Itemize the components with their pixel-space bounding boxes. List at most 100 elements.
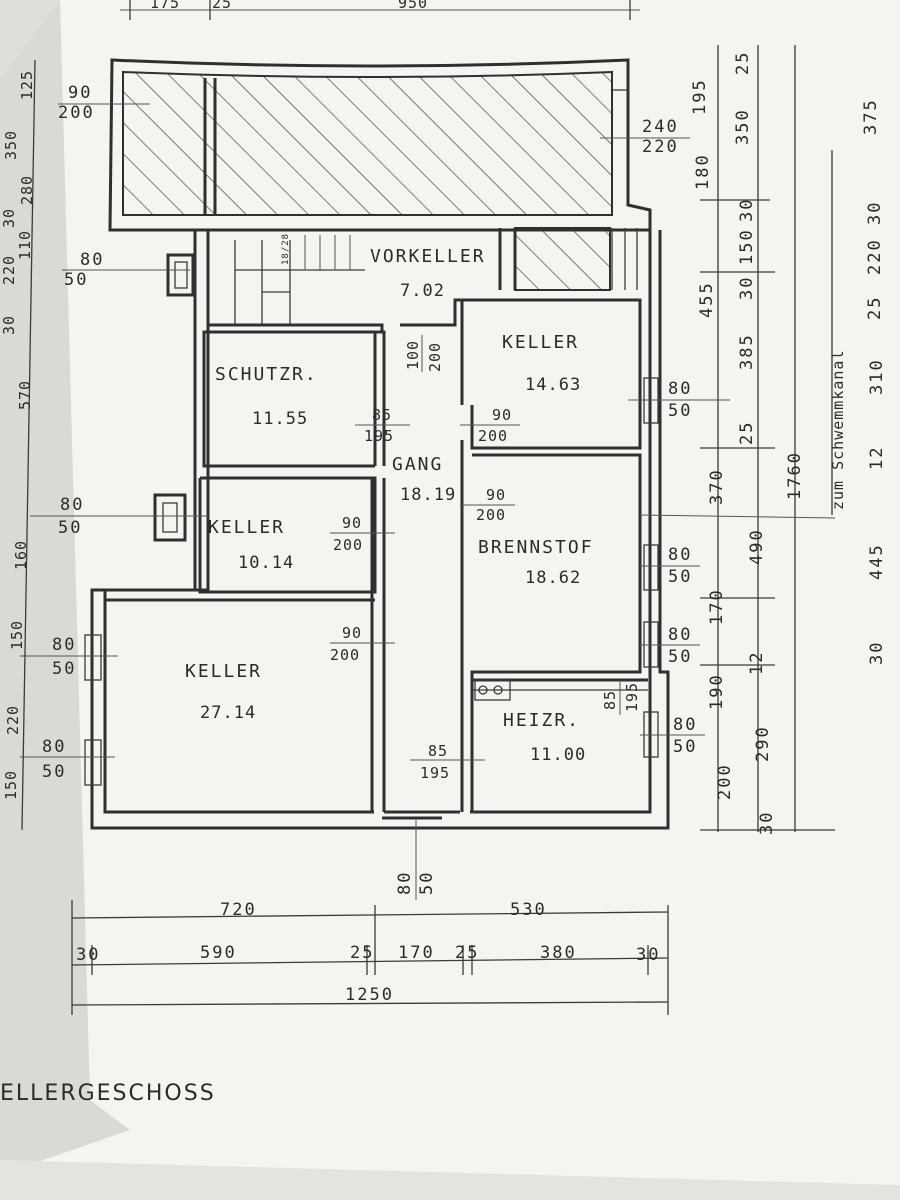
win-keller-w-height: 50: [58, 518, 82, 538]
terrace-left-width: 90: [68, 83, 92, 103]
win-sw2-height: 50: [42, 762, 66, 782]
right-dim-c4-6: 12: [867, 446, 887, 470]
ne-hatched-stair: [498, 227, 638, 291]
door-schutz-width: 85: [372, 406, 392, 424]
left-dim-3: 280: [18, 175, 36, 205]
room-heizraum-name: HEIZR.: [503, 710, 580, 731]
door-keller-sw-height: 200: [330, 646, 360, 664]
room-brennstoff-name: BRENNSTOF: [478, 537, 594, 558]
terrace-right-width: 240: [642, 117, 679, 137]
top-dim-1: 175: [150, 0, 180, 12]
top-dim-2: 25: [212, 0, 232, 12]
right-dim-c2-6: 385: [737, 333, 757, 370]
room-vorkeller-name: VORKELLER: [370, 246, 486, 267]
win-sw1-width: 80: [52, 635, 76, 655]
win-gang-bottom-width: 80: [395, 871, 415, 895]
bottom-dim-row2-c: 25: [350, 943, 374, 963]
win-brenn1-height: 50: [668, 567, 692, 587]
outer-walls: [90, 230, 670, 830]
right-dim-c1-5: 170: [707, 588, 727, 625]
right-dim-c1-4: 370: [707, 468, 727, 505]
right-dim-c4-8: 30: [867, 641, 887, 665]
right-dim-c1-7: 200: [715, 763, 735, 800]
right-dimension-chains: 195 180 455 370 170 190 200 30 25 350 30…: [639, 45, 887, 835]
terrace-band: [108, 58, 652, 232]
room-vorkeller-area: 7.02: [400, 281, 445, 301]
left-dim-2: 350: [2, 130, 20, 160]
bottom-dim-row2-b: 590: [200, 943, 237, 963]
door-heiz2-height: 195: [420, 764, 450, 782]
win-vorkeller-height: 50: [64, 270, 88, 290]
win-sw2-width: 80: [42, 737, 66, 757]
right-dim-c1-3: 455: [697, 281, 717, 318]
room-keller-w-name: KELLER: [208, 517, 285, 538]
room-labels: VORKELLER 7.02 KELLER 14.63 SCHUTZR. 11.…: [185, 246, 594, 765]
room-keller-sw-name: KELLER: [185, 661, 262, 682]
right-dim-c4-3: 220: [865, 238, 885, 275]
door-heiz2-width: 85: [428, 742, 448, 760]
right-dim-c2-8: 490: [747, 528, 767, 565]
right-dim-c3-1: 1760: [785, 451, 805, 500]
right-dim-c1-1: 195: [690, 78, 710, 115]
bottom-dim-total: 1250: [345, 985, 394, 1005]
bottom-dim-row1-a: 720: [220, 900, 257, 920]
win-brenn1-width: 80: [668, 545, 692, 565]
win-brenn2-width: 80: [668, 625, 692, 645]
door-keller-sw-width: 90: [342, 624, 362, 642]
right-dim-c4-7: 445: [867, 543, 887, 580]
left-dim-11: 220: [4, 705, 22, 735]
right-dim-c1-6: 190: [707, 673, 727, 710]
room-schutzraum-name: SCHUTZR.: [215, 364, 318, 385]
left-dim-5: 110: [16, 230, 34, 260]
paper-left-edge: [0, 0, 60, 80]
win-gang-bottom-height: 50: [417, 871, 437, 895]
right-dim-c1-8: 30: [757, 811, 777, 835]
top-dim-3: 950: [398, 0, 428, 12]
door-heiz-height: 195: [623, 682, 641, 712]
door-schutz-height: 195: [364, 427, 394, 445]
door-gang-top-width: 100: [404, 340, 422, 370]
door-gang-top-height: 200: [426, 342, 444, 372]
left-dim-1: 125: [18, 70, 36, 100]
room-heizraum-area: 11.00: [530, 745, 586, 765]
right-dim-c2-5: 30: [737, 276, 757, 300]
right-dim-c2-7: 25: [737, 421, 757, 445]
bottom-dim-row1-b: 530: [510, 900, 547, 920]
right-dim-c2-2: 350: [733, 108, 753, 145]
left-dim-7: 30: [0, 315, 18, 335]
left-dim-10: 150: [8, 620, 26, 650]
right-note-schwemmkanal: zum Schwemmkanal: [829, 350, 847, 511]
bottom-dim-row2-f: 380: [540, 943, 577, 963]
room-schutzraum-area: 11.55: [252, 409, 308, 429]
right-dim-c2-10: 290: [753, 725, 773, 762]
door-keller-w-height: 200: [333, 536, 363, 554]
right-dim-c2-3: 30: [737, 198, 757, 222]
bottom-dim-row2-a: 30: [76, 945, 100, 965]
win-keller-w-width: 80: [60, 495, 84, 515]
door-heiz-width: 85: [601, 690, 619, 710]
stair: 18/28: [234, 233, 365, 325]
win-heiz-height: 50: [673, 737, 697, 757]
win-keller-ne-height: 50: [668, 401, 692, 421]
left-dim-4: 30: [0, 208, 18, 228]
bottom-dim-row2-d: 170: [398, 943, 435, 963]
win-vorkeller-width: 80: [80, 250, 104, 270]
left-dim-6: 220: [0, 255, 18, 285]
left-dimension-chain: 125 350 280 30 110 220 30 570 160 150 22…: [0, 59, 36, 831]
